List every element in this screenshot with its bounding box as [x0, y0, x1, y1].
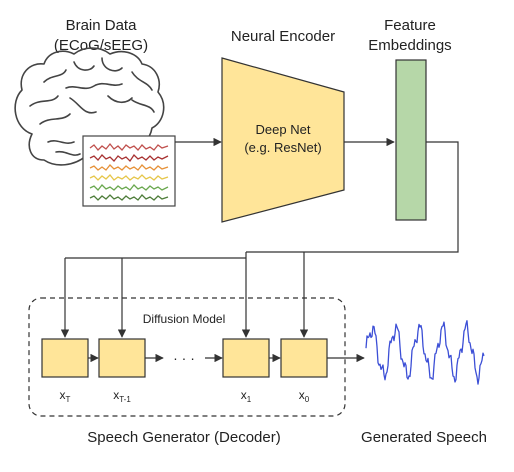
brain-icon [14, 47, 165, 166]
deep-net-sublabel: (e.g. ResNet) [244, 140, 321, 155]
feature-embeddings-sublabel: Embeddings [368, 37, 451, 54]
step-label-xT-1: xT-1 [113, 388, 131, 404]
eeg-traces-icon [82, 135, 176, 207]
speech-generator-label: Speech Generator (Decoder) [87, 429, 280, 446]
deep-net-label: Deep Net [256, 122, 311, 137]
diffusion-step-x1 [222, 338, 270, 378]
diffusion-step-x0 [280, 338, 328, 378]
conditioning-connector [246, 141, 459, 253]
brain-data-sublabel: (ECoG/sEEG) [54, 37, 148, 54]
diffusion-step-xT [41, 338, 89, 378]
step-label-x1: x1 [241, 388, 252, 404]
ellipsis-label: · · · [173, 350, 195, 366]
feature-embeddings-block [395, 59, 427, 221]
feature-embeddings-label: Feature [384, 17, 436, 34]
brain-data-label: Brain Data [66, 17, 138, 34]
neural-encoder-block [221, 57, 345, 223]
speech-waveform-icon [365, 320, 485, 385]
diffusion-model-container [28, 297, 346, 417]
neural-encoder-label: Neural Encoder [231, 28, 335, 45]
generated-speech-label: Generated Speech [361, 429, 487, 446]
step-label-x0: x0 [299, 388, 310, 404]
diffusion-step-xT-1 [98, 338, 146, 378]
diffusion-model-label: Diffusion Model [143, 312, 226, 326]
step-label-xT: xT [60, 388, 71, 404]
